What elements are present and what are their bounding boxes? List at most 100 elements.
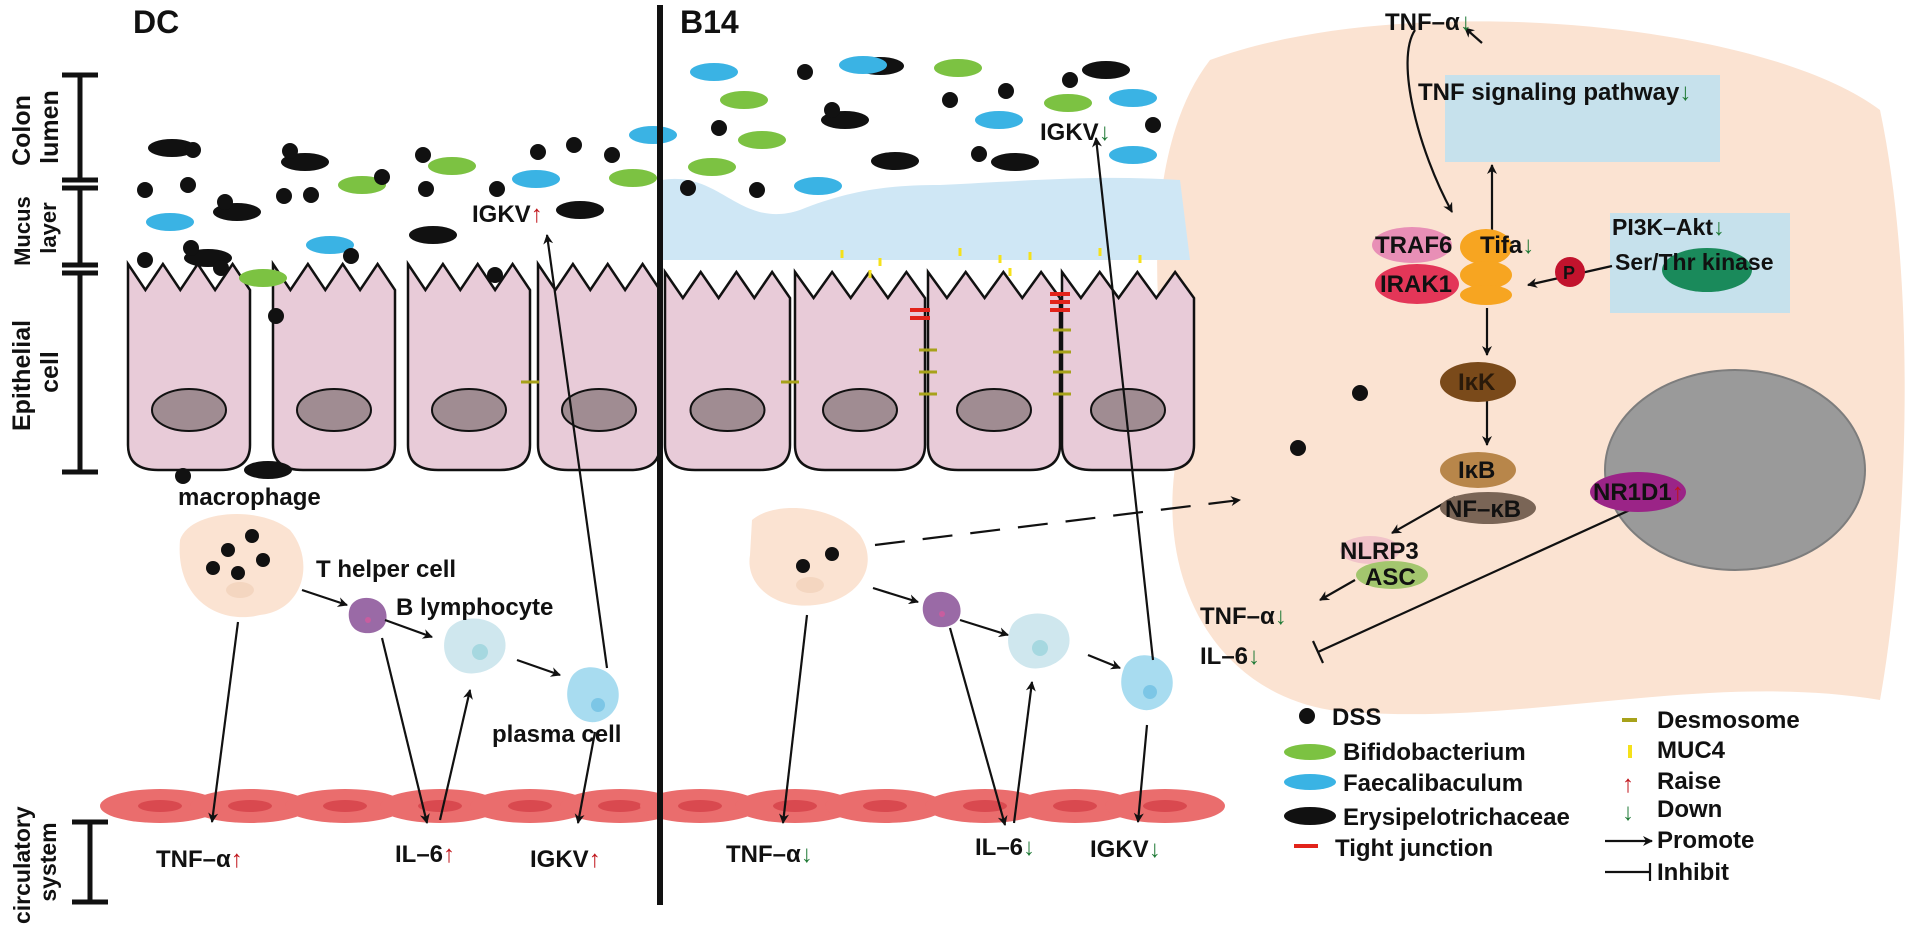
epithelium <box>126 248 1196 472</box>
epithelial-cell <box>793 268 927 472</box>
mucus-layer-b14 <box>662 177 1190 260</box>
label-il6-dc: IL–6↑ <box>395 841 455 868</box>
tnf-signaling-box <box>1445 75 1720 162</box>
dss-particle <box>137 252 153 268</box>
legend-dss-swatch <box>1299 708 1315 724</box>
faecalibaculum <box>146 213 194 231</box>
label-serthr: Ser/Thr kinase <box>1615 249 1774 275</box>
red-blood-cell-center <box>773 800 817 812</box>
legend-raise-swatch: ↑ <box>1622 771 1634 798</box>
b14-immune-cells <box>749 508 1173 711</box>
erysipelotrichaceae <box>991 153 1039 171</box>
label-il6-b14: IL–6↓ <box>975 834 1035 861</box>
dss-particle <box>824 102 840 118</box>
dss-particle <box>268 308 284 324</box>
faecalibaculum <box>1109 146 1157 164</box>
macrophage-b14 <box>749 508 868 606</box>
red-blood-cell-center <box>323 800 367 812</box>
bifidobacterium <box>239 269 287 287</box>
nr1d1-node <box>1590 472 1686 512</box>
dc-immune-cells <box>179 513 619 723</box>
dss-particle <box>604 147 620 163</box>
dss-particle <box>942 92 958 108</box>
dss-particle <box>180 177 196 193</box>
label-igkv-dc-top: IGKV↑ <box>472 201 543 228</box>
legend-tight: Tight junction <box>1335 835 1493 862</box>
plasma-cell-b14 <box>1121 655 1173 711</box>
dss-particle <box>489 181 505 197</box>
legend-bifido: Bifidobacterium <box>1343 739 1526 766</box>
legend-down-swatch: ↓ <box>1622 799 1634 826</box>
legend-muc4: MUC4 <box>1657 737 1726 764</box>
traf6-node <box>1372 227 1452 263</box>
nucleus <box>1604 369 1866 571</box>
dss-particle <box>276 188 292 204</box>
faecalibaculum <box>794 177 842 195</box>
nfkb-node <box>1440 492 1536 524</box>
label-tifa: Tifa↓ <box>1480 232 1534 259</box>
dss-particle <box>183 240 199 256</box>
bifidobacterium <box>934 59 982 77</box>
label-b-lymphocyte: B lymphocyte <box>396 594 553 621</box>
dss-particle <box>374 169 390 185</box>
bifidobacterium <box>1044 94 1092 112</box>
label-traf6: TRAF6 <box>1375 232 1452 259</box>
lumen-contents <box>137 56 1161 484</box>
faecalibaculum <box>975 111 1023 129</box>
faecalibaculum <box>512 170 560 188</box>
red-blood-cell-center <box>138 800 182 812</box>
dss-particle <box>711 120 727 136</box>
dss-particle <box>998 83 1014 99</box>
faecalibaculum <box>306 236 354 254</box>
faecalibaculum <box>1109 89 1157 107</box>
macrophage-dc <box>179 513 304 618</box>
label-colon-lumen: Colon lumen <box>8 88 64 166</box>
red-blood-cell-center <box>678 800 722 812</box>
dss-particle <box>680 180 696 196</box>
dss-particle <box>797 64 813 80</box>
cell-nucleus <box>431 388 507 432</box>
legend-down: Down <box>1657 796 1722 823</box>
label-asc: ASC <box>1365 564 1416 591</box>
plasma-cell-dc <box>567 667 619 723</box>
layer-scale-bars <box>62 72 108 905</box>
red-blood-cell-center <box>418 800 462 812</box>
bifidobacterium <box>738 131 786 149</box>
cell-nucleus <box>689 388 766 432</box>
dss-particle <box>185 142 201 158</box>
faecalibaculum <box>629 126 677 144</box>
label-nfkb: NF–κB <box>1445 496 1521 523</box>
faecalibaculum <box>839 56 887 74</box>
label-macrophage: macrophage <box>178 484 321 511</box>
dss-particle <box>418 181 434 197</box>
dss-particle <box>530 144 546 160</box>
bifidobacterium <box>609 169 657 187</box>
legend-erysi-swatch <box>1284 807 1336 825</box>
ikb-node <box>1440 452 1516 488</box>
red-blood-cell-center <box>598 800 642 812</box>
label-nlrp3: NLRP3 <box>1340 538 1419 565</box>
dss-particle <box>343 248 359 264</box>
legend-desmo: Desmosome <box>1657 707 1800 734</box>
legend-raise: Raise <box>1657 768 1721 795</box>
t-helper-cell-b14 <box>922 591 961 628</box>
erysipelotrichaceae <box>148 139 196 157</box>
tifa-node <box>1460 229 1512 305</box>
label-tnf-dc: TNF–α↑ <box>156 846 243 873</box>
faecalibaculum <box>690 63 738 81</box>
cell-nucleus <box>822 388 898 432</box>
irak1-node <box>1375 264 1459 304</box>
label-igkv-b14-top: IGKV↓ <box>1040 119 1111 146</box>
serthr-kinase-node <box>1662 248 1752 292</box>
dss-particle <box>137 182 153 198</box>
red-blood-cell-center <box>1053 800 1097 812</box>
cell-nucleus <box>561 388 637 432</box>
label-nr1d1: NR1D1↑ <box>1593 479 1684 506</box>
label-mucus-layer: Mucus layer <box>10 190 61 266</box>
erysipelotrichaceae <box>556 201 604 219</box>
bifidobacterium <box>720 91 768 109</box>
label-tnf-signaling: TNF signaling pathway↓ <box>1418 79 1691 106</box>
dss-particle <box>971 146 987 162</box>
